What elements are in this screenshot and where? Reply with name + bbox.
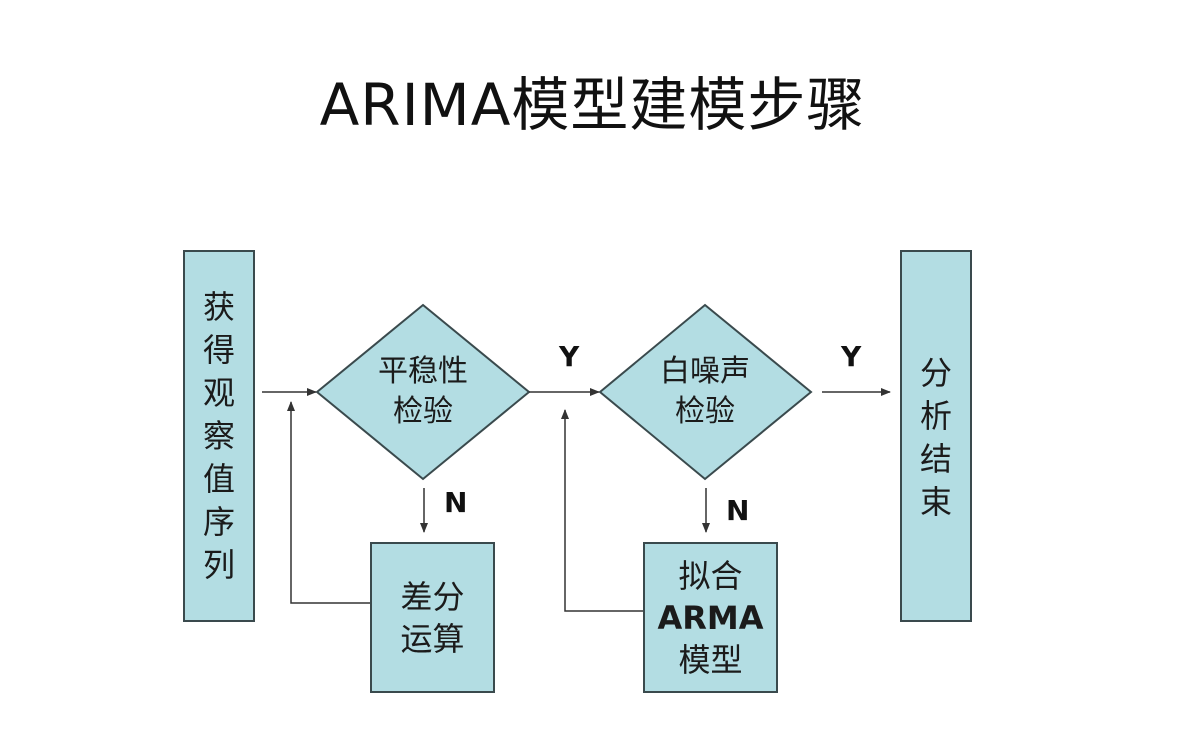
white-noise-test-diamond	[598, 303, 813, 481]
difference-node: 差分 运算	[370, 542, 495, 693]
difference-node-line: 差分	[400, 577, 465, 616]
stationarity-test-line: 平稳性	[378, 354, 468, 389]
white-noise-test-line: 检验	[675, 394, 735, 429]
start-node-text: 列	[202, 545, 235, 584]
start-node-text: 得	[202, 330, 235, 369]
start-node-text: 值	[202, 459, 235, 498]
stationarity-no-label: N	[444, 486, 468, 519]
white-noise-yes-label: Y	[841, 340, 862, 373]
start-node: 获 得 观 察 值 序 列	[183, 250, 255, 622]
end-node-text: 析	[919, 397, 952, 435]
white-noise-test-label: 白噪声 检验	[622, 350, 788, 434]
stationarity-yes-label: Y	[559, 340, 580, 373]
end-node-text: 束	[919, 483, 952, 521]
start-node-text: 观	[202, 373, 235, 412]
diagram-title: ARIMA模型建模步骤	[319, 71, 866, 139]
end-node-text: 结	[919, 440, 952, 478]
arrow-arma-feedback	[561, 409, 643, 612]
start-node-text: 获	[202, 287, 235, 326]
white-noise-no-label: N	[726, 494, 750, 527]
end-node: 分 析 结 束	[900, 250, 972, 622]
arrow-difference-feedback	[287, 401, 370, 604]
fit-arma-node: 拟合 ARMA 模型	[643, 542, 778, 693]
fit-arma-node-line: 拟合	[678, 556, 743, 595]
white-noise-test-line: 白噪声	[660, 354, 750, 389]
stationarity-test-label: 平稳性 检验	[340, 350, 506, 434]
stationarity-test-line: 检验	[393, 394, 453, 429]
stationarity-test-diamond	[315, 303, 531, 481]
fit-arma-node-line: 模型	[678, 640, 743, 679]
difference-node-line: 运算	[400, 619, 465, 658]
start-node-text: 察	[202, 416, 235, 455]
end-node-text: 分	[919, 354, 952, 392]
start-node-text: 序	[202, 502, 235, 541]
fit-arma-node-line: ARMA	[657, 598, 764, 637]
